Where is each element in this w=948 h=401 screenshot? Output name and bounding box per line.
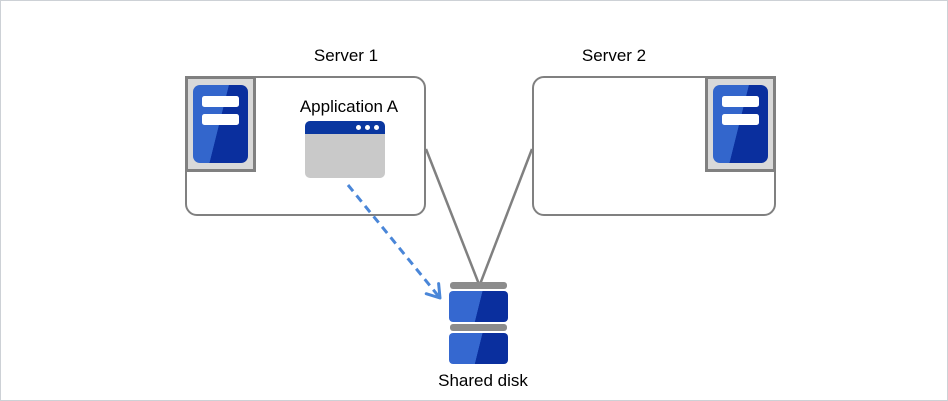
tower-slot [722,114,759,125]
server1-title: Server 1 [313,46,379,65]
disk-platter [449,333,508,364]
disk-cap [450,324,507,331]
application-label: Application A [299,97,399,116]
tower-slot [202,114,239,125]
server-tower-icon [193,85,248,163]
connector-server2-disk [479,148,534,284]
window-titlebar [305,121,385,134]
window-dot-icon [374,125,379,130]
server2-server-icon [705,76,776,172]
tower-slot [202,96,239,107]
server1-server-icon [185,76,256,172]
disk-stack-icon [449,282,508,366]
tower-slot [722,96,759,107]
window-dot-icon [365,125,370,130]
server-tower-icon [713,85,768,163]
disk-cap [450,282,507,289]
shared-disk-label: Shared disk [438,371,528,390]
disk-platter [449,291,508,322]
server2-title: Server 2 [581,46,647,65]
window-dot-icon [356,125,361,130]
application-window-icon [305,121,385,178]
connector-server1-disk [424,148,480,284]
